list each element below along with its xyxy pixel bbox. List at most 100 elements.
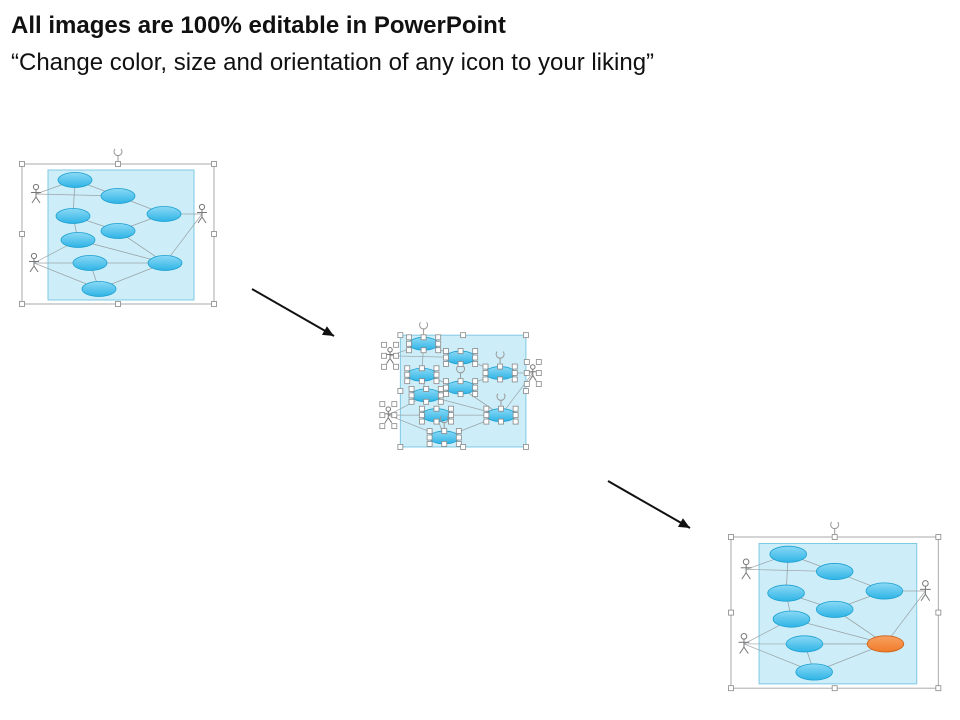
resize-handle-icon[interactable]: [115, 301, 121, 307]
resize-handle-icon[interactable]: [498, 418, 504, 425]
resize-handle-icon[interactable]: [211, 161, 217, 167]
resize-handle-icon[interactable]: [19, 301, 25, 307]
resize-handle-icon[interactable]: [728, 609, 734, 616]
resize-handle-icon[interactable]: [404, 371, 411, 378]
use-case-ellipse[interactable]: [55, 208, 91, 224]
resize-handle-icon[interactable]: [441, 428, 448, 434]
resize-handle-icon[interactable]: [483, 412, 490, 419]
resize-handle-icon[interactable]: [831, 534, 838, 540]
resize-handle-icon[interactable]: [379, 401, 386, 408]
slide-recolored[interactable]: [728, 521, 942, 692]
use-case-ellipse[interactable]: [865, 582, 904, 600]
resize-handle-icon[interactable]: [391, 401, 398, 408]
use-case-ellipse[interactable]: [72, 255, 108, 271]
resize-handle-icon[interactable]: [511, 363, 518, 370]
resize-handle-icon[interactable]: [406, 347, 412, 354]
resize-handle-icon[interactable]: [433, 365, 440, 372]
resize-handle-icon[interactable]: [523, 388, 529, 394]
resize-handle-icon[interactable]: [420, 334, 427, 341]
resize-handle-icon[interactable]: [418, 412, 425, 419]
resize-handle-icon[interactable]: [535, 381, 542, 387]
resize-handle-icon[interactable]: [443, 354, 449, 361]
resize-handle-icon[interactable]: [935, 685, 942, 692]
resize-handle-icon[interactable]: [423, 398, 430, 405]
rotate-handle-icon[interactable]: [113, 148, 123, 161]
use-case-ellipse[interactable]: [795, 663, 833, 681]
resize-handle-icon[interactable]: [437, 392, 444, 399]
resize-handle-icon[interactable]: [441, 441, 448, 447]
resize-handle-icon[interactable]: [391, 423, 398, 430]
resize-handle-icon[interactable]: [406, 334, 412, 341]
resize-handle-icon[interactable]: [935, 609, 942, 616]
resize-handle-icon[interactable]: [435, 347, 442, 354]
resize-handle-icon[interactable]: [423, 386, 430, 392]
resize-handle-icon[interactable]: [483, 418, 490, 425]
resize-handle-icon[interactable]: [457, 348, 464, 354]
rotate-handle-icon[interactable]: [439, 415, 449, 429]
resize-handle-icon[interactable]: [483, 405, 490, 412]
resize-handle-icon[interactable]: [472, 378, 479, 385]
resize-handle-icon[interactable]: [379, 423, 386, 430]
resize-handle-icon[interactable]: [472, 384, 479, 391]
resize-handle-icon[interactable]: [472, 361, 479, 367]
resize-handle-icon[interactable]: [408, 392, 415, 399]
resize-handle-icon[interactable]: [511, 370, 518, 376]
resize-handle-icon[interactable]: [511, 376, 518, 383]
resize-handle-icon[interactable]: [418, 418, 425, 425]
resize-handle-icon[interactable]: [393, 363, 399, 370]
resize-handle-icon[interactable]: [512, 405, 519, 412]
rotate-handle-icon[interactable]: [456, 365, 466, 379]
resize-handle-icon[interactable]: [437, 398, 444, 405]
use-case-ellipse[interactable]: [815, 600, 854, 618]
rotate-handle-icon[interactable]: [830, 521, 840, 534]
use-case-ellipse[interactable]: [772, 610, 811, 628]
use-case-ellipse[interactable]: [100, 223, 136, 239]
resize-handle-icon[interactable]: [406, 340, 412, 347]
resize-handle-icon[interactable]: [831, 685, 838, 692]
resize-handle-icon[interactable]: [397, 444, 404, 450]
resize-handle-icon[interactable]: [482, 376, 489, 383]
resize-handle-icon[interactable]: [418, 365, 425, 372]
resize-handle-icon[interactable]: [523, 370, 530, 376]
actor-icon[interactable]: [31, 183, 41, 204]
resize-handle-icon[interactable]: [935, 534, 942, 540]
resize-handle-icon[interactable]: [482, 363, 489, 370]
resize-handle-icon[interactable]: [457, 361, 464, 367]
resize-handle-icon[interactable]: [448, 412, 455, 419]
resize-handle-icon[interactable]: [433, 418, 440, 425]
resize-handle-icon[interactable]: [404, 365, 411, 372]
resize-handle-icon[interactable]: [211, 301, 217, 307]
resize-handle-icon[interactable]: [728, 534, 734, 540]
use-case-ellipse[interactable]: [81, 281, 117, 297]
resize-handle-icon[interactable]: [460, 332, 467, 339]
resize-handle-icon[interactable]: [457, 378, 464, 385]
resize-handle-icon[interactable]: [404, 378, 411, 385]
resize-handle-icon[interactable]: [435, 340, 442, 347]
resize-handle-icon[interactable]: [433, 378, 440, 385]
use-case-ellipse[interactable]: [147, 255, 183, 271]
actor-icon[interactable]: [740, 558, 752, 580]
resize-handle-icon[interactable]: [397, 332, 404, 339]
rotate-handle-icon[interactable]: [419, 321, 429, 335]
use-case-ellipse[interactable]: [100, 188, 136, 204]
resize-handle-icon[interactable]: [728, 685, 734, 692]
resize-handle-icon[interactable]: [523, 332, 529, 339]
use-case-ellipse[interactable]: [815, 563, 854, 581]
actor-icon[interactable]: [197, 203, 207, 224]
resize-handle-icon[interactable]: [482, 370, 489, 376]
resize-handle-icon[interactable]: [535, 359, 542, 365]
resize-handle-icon[interactable]: [408, 386, 415, 392]
resize-handle-icon[interactable]: [381, 363, 387, 370]
resize-handle-icon[interactable]: [397, 388, 404, 394]
resize-handle-icon[interactable]: [19, 161, 25, 167]
resize-handle-icon[interactable]: [381, 352, 387, 359]
actor-icon[interactable]: [385, 347, 395, 364]
resize-handle-icon[interactable]: [443, 384, 449, 391]
resize-handle-icon[interactable]: [418, 405, 425, 412]
resize-handle-icon[interactable]: [472, 348, 479, 354]
resize-handle-icon[interactable]: [457, 391, 464, 397]
actor-icon[interactable]: [528, 364, 538, 382]
use-case-ellipse[interactable]: [146, 206, 182, 222]
resize-handle-icon[interactable]: [435, 334, 442, 341]
resize-handle-icon[interactable]: [443, 361, 449, 367]
